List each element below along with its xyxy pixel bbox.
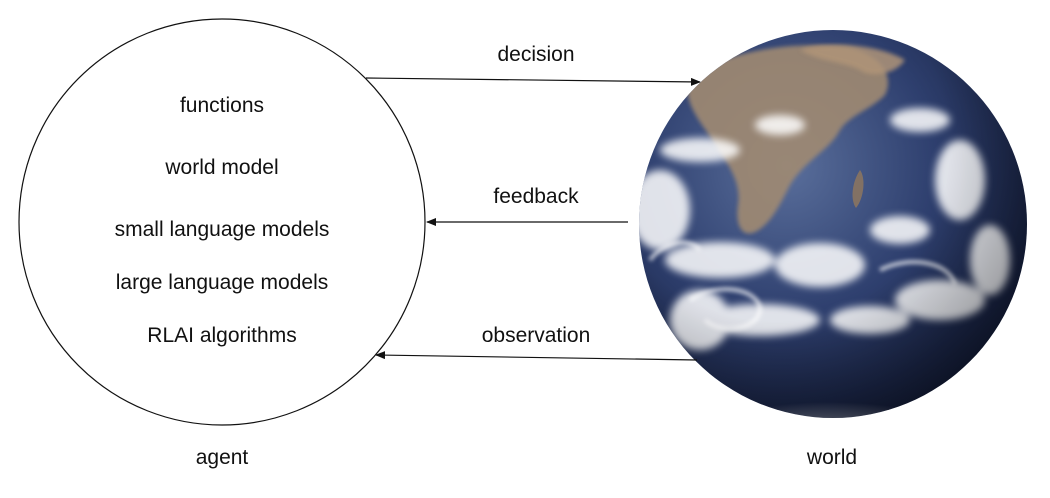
agent-label: agent [195, 446, 249, 469]
decision-arrow [365, 77, 701, 86]
component-functions: functions [179, 94, 265, 117]
component-world-model: world model [165, 156, 279, 179]
decision-label: decision [497, 43, 575, 66]
earth-image [639, 30, 1027, 418]
component-rlai-algorithms: RLAI algorithms [147, 324, 297, 347]
world-label: world [806, 446, 858, 469]
component-large-language-models: large language models [115, 271, 329, 294]
component-small-language-models: small language models [114, 218, 330, 241]
agent-circle [18, 18, 426, 426]
observation-label: observation [481, 324, 591, 347]
observation-arrow [375, 351, 698, 361]
feedback-label: feedback [493, 185, 579, 208]
